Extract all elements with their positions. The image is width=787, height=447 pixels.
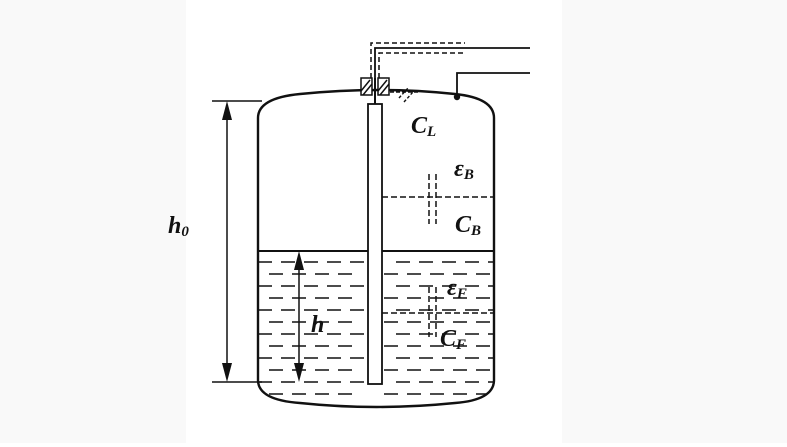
h-arrow-bottom	[294, 363, 304, 382]
h0-dimension	[212, 100, 262, 383]
ground-lead	[456, 72, 530, 97]
gas-capacitor-symbol	[382, 174, 494, 224]
label-CL: CL	[411, 113, 436, 140]
label-epsB-main: ε	[454, 156, 464, 182]
label-epsB-sub: B	[463, 167, 474, 183]
label-epsF-main: ε	[447, 275, 457, 301]
ground-terminal	[453, 93, 461, 101]
h0-arrow-bottom	[222, 363, 232, 382]
label-CF-sub: F	[455, 337, 466, 353]
lead-capacitance-symbol	[390, 87, 418, 103]
shield-inner-dashed	[378, 52, 465, 78]
label-CL-sub: L	[426, 124, 436, 140]
label-CL-main: C	[411, 113, 428, 139]
label-CB: CB	[455, 212, 481, 239]
shield-outer-dashed	[370, 42, 465, 78]
label-CF: CF	[440, 326, 466, 353]
label-h0-sub: 0	[181, 224, 189, 240]
label-epsF: εF	[447, 275, 467, 302]
signal-lead	[374, 47, 530, 78]
label-epsB: εB	[454, 156, 474, 183]
h-arrow-top	[294, 251, 304, 270]
liquid-capacitor-symbol	[382, 287, 494, 337]
label-CB-sub: B	[470, 223, 481, 239]
h0-arrow-top	[222, 101, 232, 120]
insulating-bushing	[360, 77, 390, 96]
label-h: h	[311, 312, 324, 338]
tank-body	[256, 88, 496, 409]
label-CB-main: C	[455, 212, 472, 238]
label-h0: h0	[168, 213, 189, 240]
label-h0-main: h	[168, 213, 181, 239]
electrode-probe	[367, 103, 383, 385]
label-epsF-sub: F	[456, 286, 467, 302]
label-CF-main: C	[440, 326, 457, 352]
